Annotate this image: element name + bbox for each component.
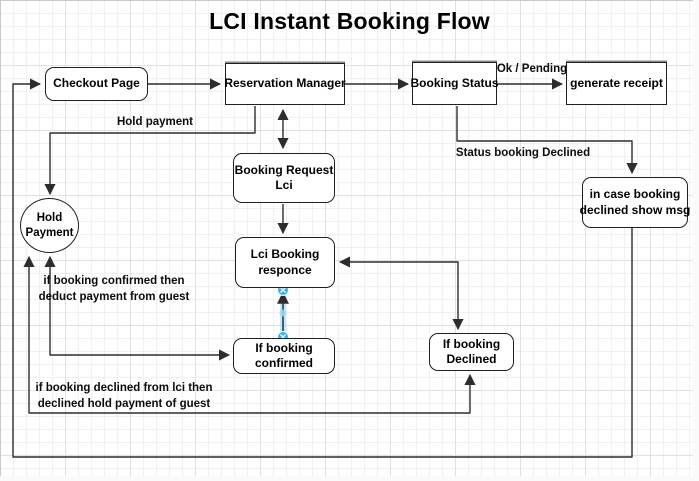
node-label: Payment [25, 226, 74, 239]
node-label: Declined [446, 352, 497, 366]
edge-label-ok-pending[interactable]: Ok / Pending [496, 63, 568, 75]
edge-midpoint-handle[interactable] [279, 309, 287, 317]
node-label: responce [258, 262, 312, 277]
node-generate-receipt[interactable]: generate receipt [566, 62, 667, 105]
node-label: in case booking [589, 187, 681, 202]
node-label: Booking Status [410, 75, 499, 90]
node-label: Booking Request [234, 162, 334, 177]
edge-confirmed-to-responce-selected[interactable] [277, 284, 289, 343]
node-label: Reservation Manager [224, 76, 346, 91]
node-label: Checkout Page [53, 76, 140, 91]
node-label: If booking [442, 336, 501, 351]
node-label: Lci Booking [250, 247, 320, 262]
node-label: Hold [36, 211, 63, 224]
edge-confirmed-hold[interactable] [44, 255, 231, 361]
node-booking-status[interactable]: Booking Status [410, 62, 499, 105]
canvas-edge-right [693, 0, 699, 481]
edge-declined-hold[interactable] [23, 255, 476, 414]
edge-status-to-msg[interactable] [456, 106, 638, 175]
edge-reservation-to-hold[interactable] [44, 106, 256, 196]
edge-label-status-booking-declined[interactable]: Status booking Declined [455, 147, 591, 159]
node-if-booking-confirmed[interactable]: If booking confirmed [233, 338, 335, 374]
node-if-booking-declined[interactable]: If booking Declined [429, 333, 514, 371]
node-reservation-manager[interactable]: Reservation Manager [224, 63, 346, 105]
edge-msg-to-checkout[interactable] [12, 78, 633, 458]
node-in-case-declined-msg[interactable]: in case booking declined show msg [579, 177, 691, 228]
node-booking-request-lci[interactable]: Booking Request Lci [233, 153, 335, 203]
node-label: generate receipt [570, 75, 663, 90]
edge-label-if-declined[interactable]: if booking declined from lci then declin… [35, 382, 213, 410]
node-checkout-page[interactable]: Checkout Page [45, 67, 148, 101]
diagram-title[interactable]: LCI Instant Booking Flow [209, 8, 490, 34]
node-label: declined show msg [579, 202, 691, 217]
node-hold-payment[interactable]: Hold Payment [20, 198, 79, 253]
node-label: Lci [275, 178, 293, 192]
node-lci-booking-responce[interactable]: Lci Booking responce [235, 237, 335, 288]
node-label: If booking [255, 340, 313, 355]
node-label: confirmed [254, 356, 313, 370]
edge-label-if-confirmed[interactable]: if booking confirmed then deduct payment… [38, 275, 190, 303]
edge-responce-declined[interactable] [338, 256, 464, 331]
canvas-edge-bottom [0, 476, 699, 481]
edge-label-hold-payment[interactable]: Hold payment [116, 116, 194, 128]
